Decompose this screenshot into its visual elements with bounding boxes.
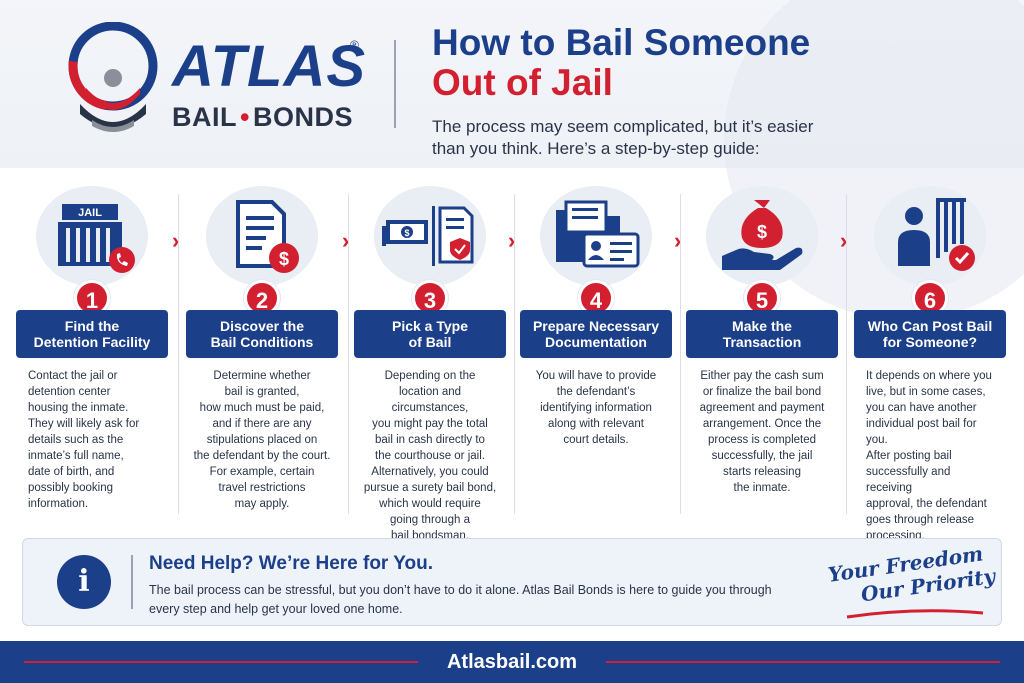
chevron-right-icon: › [342, 228, 350, 253]
steps-row: JAIL 1 Find the Detention Facility Conta… [14, 180, 1014, 542]
footer: Atlasbail.com [0, 641, 1024, 683]
step-4-description: You will have to provide the defendant’s… [535, 370, 657, 446]
svg-text:$: $ [279, 249, 289, 269]
registered-mark: ® [350, 38, 359, 52]
step-2-icon-circle: $ [206, 186, 318, 286]
brand-sub-right: BONDS [252, 102, 353, 132]
header-divider [394, 40, 396, 128]
tagline-underline-icon [846, 609, 984, 619]
step-5-description: Either pay the cash sum or finalize the … [699, 370, 825, 494]
info-icon: i [57, 555, 111, 609]
step-6: 6 Who Can Post Bail for Someone? It depe… [852, 180, 1008, 542]
footer-website-link[interactable]: Atlasbail.com [446, 651, 578, 673]
footer-rule-left [24, 661, 418, 663]
step-5: $ 5 Make the Transaction Either pay the … [684, 180, 840, 520]
atlas-logo-icon [68, 22, 158, 132]
chevron-right-icon: › [674, 228, 682, 253]
step-divider [348, 194, 349, 514]
step-6-icon-circle [874, 186, 986, 286]
tagline: Your Freedom Our Priority [826, 539, 1001, 610]
help-box: i Need Help? We’re Here for You. The bai… [22, 538, 1002, 626]
brand-wordmark: ATLAS ® BAIL•BONDS [172, 38, 365, 133]
step-divider [680, 194, 681, 514]
chevron-right-icon: › [508, 228, 516, 253]
step-1: JAIL 1 Find the Detention Facility Conta… [14, 180, 170, 520]
step-4-title: Prepare Necessary Documentation [520, 310, 672, 358]
jail-building-phone-icon: JAIL [58, 204, 135, 273]
step-1-icon-circle: JAIL [36, 186, 148, 286]
help-title: Need Help? We’re Here for You. [149, 553, 434, 574]
step-1-description: Contact the jail or detention center hou… [28, 370, 140, 510]
page-title-line2: Out of Jail [432, 61, 613, 103]
cash-and-bond-document-icon: $ [382, 206, 474, 266]
step-3-icon-circle: $ [374, 186, 486, 286]
help-text: The bail process can be stressful, but y… [149, 583, 772, 616]
step-5-title: Make the Transaction [686, 310, 838, 358]
person-jail-bars-check-icon [898, 198, 975, 271]
brand-sub-dot: • [240, 102, 250, 132]
help-divider [131, 555, 133, 609]
jail-sign-label: JAIL [78, 207, 102, 219]
page-title-line1: How to Bail Someone [432, 22, 811, 63]
step-3: $ 3 Pick a Type of Bail Depending on the… [352, 180, 508, 542]
brand-sub-left: BAIL [172, 102, 237, 132]
step-divider [846, 194, 847, 514]
step-divider [178, 194, 179, 514]
document-dollar-icon: $ [236, 200, 299, 273]
step-4: 4 Prepare Necessary Documentation You wi… [518, 180, 674, 520]
brand-name: ATLAS [172, 34, 367, 99]
title-block: How to Bail Someone Out of Jail The proc… [432, 22, 992, 160]
step-2-title: Discover the Bail Conditions [186, 310, 338, 358]
brand-subtitle: BAIL•BONDS [172, 102, 362, 133]
folder-id-card-icon [556, 200, 640, 268]
step-6-description: It depends on where you live, but in som… [866, 370, 992, 542]
chevron-right-icon: › [172, 228, 180, 253]
step-5-icon-circle: $ [706, 186, 818, 286]
hand-money-bag-icon: $ [722, 200, 803, 270]
step-3-title: Pick a Type of Bail [354, 310, 506, 358]
step-2: $ 2 Discover the Bail Conditions Determi… [184, 180, 340, 520]
step-divider [514, 194, 515, 514]
svg-text:$: $ [757, 222, 767, 242]
step-4-icon-circle [540, 186, 652, 286]
step-3-description: Depending on the location and circumstan… [363, 370, 497, 542]
chevron-right-icon: › [840, 228, 848, 253]
svg-text:$: $ [404, 228, 409, 238]
step-2-description: Determine whether bail is granted, how m… [193, 370, 331, 510]
footer-rule-right [606, 661, 1000, 663]
step-6-title: Who Can Post Bail for Someone? [854, 310, 1006, 358]
page-subtitle: The process may seem complicated, but it… [432, 116, 814, 158]
header: ATLAS ® BAIL•BONDS How to Bail Someone O… [0, 0, 1024, 320]
step-1-title: Find the Detention Facility [16, 310, 168, 358]
